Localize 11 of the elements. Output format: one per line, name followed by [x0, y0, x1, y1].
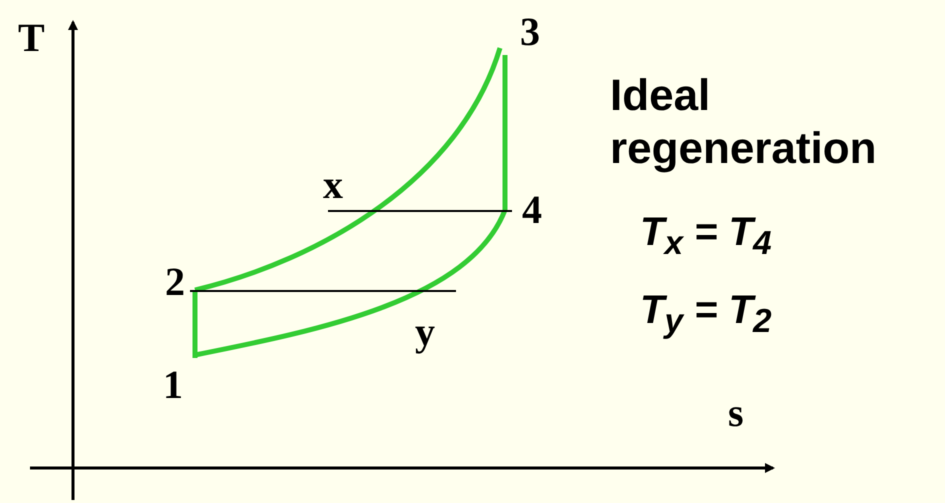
axis-label: s	[728, 393, 744, 433]
equation: T$_{y}$ = T$_{2}$	[640, 290, 772, 338]
state-number: 3	[520, 12, 540, 52]
state-number: 2	[165, 262, 185, 302]
point-label: y	[415, 312, 435, 352]
axis-label: T	[18, 18, 45, 58]
state-number: 1	[163, 365, 183, 405]
heading: Ideal regeneration	[610, 70, 878, 175]
point-label: x	[323, 165, 343, 205]
state-number: 4	[522, 190, 542, 230]
equation: T$_{x}$ = T$_{4}$	[640, 212, 772, 260]
